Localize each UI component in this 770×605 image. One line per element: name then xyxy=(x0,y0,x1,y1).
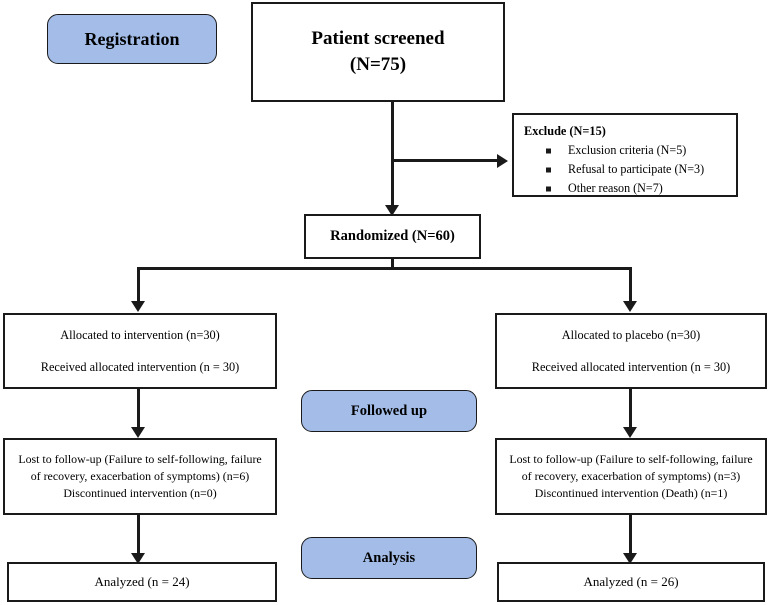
exclude-reason-text: Refusal to participate (N=3) xyxy=(568,162,705,177)
allocation-placebo-line1: Allocated to placebo (n=30) xyxy=(561,327,701,342)
box-analyzed-placebo: Analyzed (n = 26) xyxy=(497,562,765,602)
box-followup-placebo: Lost to follow-up (Failure to self-follo… xyxy=(495,438,767,515)
arrowhead-followup-right xyxy=(623,427,637,438)
connector-allocation-to-followup-right xyxy=(629,389,632,431)
stage-label-registration-text: Registration xyxy=(84,28,180,49)
box-allocation-intervention: Allocated to intervention (n=30) Receive… xyxy=(3,313,277,389)
box-analyzed-intervention: Analyzed (n = 24) xyxy=(7,562,277,602)
connector-allocation-to-followup-left xyxy=(137,389,140,431)
stage-label-analysis-text: Analysis xyxy=(362,549,416,566)
arrowhead-followup-left xyxy=(131,427,145,438)
exclude-reason-item: Exclusion criteria (N=5) xyxy=(546,141,728,160)
exclude-title: Exclude (N=15) xyxy=(524,124,606,138)
allocation-intervention-line1: Allocated to intervention (n=30) xyxy=(60,327,220,342)
allocation-placebo-line2: Received allocated intervention (n = 30) xyxy=(531,360,731,374)
followup-placebo-line3: Discontinued intervention (Death) (n=1) xyxy=(534,485,728,500)
exclude-reason-item: Other reason (N=7) xyxy=(546,179,728,198)
connector-screened-to-randomized xyxy=(391,102,394,208)
connector-split-left xyxy=(137,267,140,305)
square-bullet-icon xyxy=(546,167,551,173)
connector-followup-to-analyzed-right xyxy=(629,515,632,557)
connector-split-bar xyxy=(137,267,632,270)
stage-label-followed-up: Followed up xyxy=(301,390,477,432)
patient-screened-line1: Patient screened xyxy=(311,27,445,49)
box-patient-screened: Patient screened (N=75) xyxy=(251,2,505,102)
randomized-label: Randomized (N=60) xyxy=(330,228,455,244)
analyzed-placebo-label: Analyzed (n = 26) xyxy=(583,574,679,589)
exclude-reason-text: Exclusion criteria (N=5) xyxy=(568,143,687,157)
followup-intervention-line2: of recovery, exacerbation of symptoms) (… xyxy=(30,469,250,484)
square-bullet-icon xyxy=(546,148,551,154)
analyzed-intervention-label: Analyzed (n = 24) xyxy=(94,574,190,589)
stage-label-analysis: Analysis xyxy=(301,537,477,579)
allocation-intervention-line2: Received allocated intervention (n = 30) xyxy=(40,360,240,374)
exclude-reason-text: Other reason (N=7) xyxy=(568,181,663,196)
arrowhead-exclude xyxy=(497,154,508,168)
connector-split-right xyxy=(629,267,632,305)
arrowhead-allocation-left xyxy=(131,301,145,312)
stage-label-followed-up-text: Followed up xyxy=(350,402,428,419)
arrowhead-analyzed-left xyxy=(131,553,145,564)
box-allocation-placebo: Allocated to placebo (n=30) Received all… xyxy=(495,313,767,389)
arrowhead-randomized xyxy=(385,205,399,216)
followup-placebo-line1: Lost to follow-up (Failure to self-follo… xyxy=(509,452,753,467)
arrowhead-allocation-right xyxy=(623,301,637,312)
box-randomized: Randomized (N=60) xyxy=(304,214,481,259)
patient-screened-line2: (N=75) xyxy=(349,54,407,75)
exclude-reason-list: Exclusion criteria (N=5) Refusal to part… xyxy=(524,141,728,198)
connector-randomized-stem xyxy=(391,259,394,270)
followup-placebo-line2: of recovery, exacerbation of symptoms) (… xyxy=(521,469,741,484)
box-followup-intervention: Lost to follow-up (Failure to self-follo… xyxy=(3,438,277,515)
exclude-reason-item: Refusal to participate (N=3) xyxy=(546,160,728,179)
followup-intervention-line1: Lost to follow-up (Failure to self-follo… xyxy=(18,452,262,467)
stage-label-registration: Registration xyxy=(47,14,217,64)
square-bullet-icon xyxy=(546,186,551,192)
connector-followup-to-analyzed-left xyxy=(137,515,140,557)
connector-screened-to-exclude xyxy=(391,159,501,162)
arrowhead-analyzed-right xyxy=(623,553,637,564)
followup-intervention-line3: Discontinued intervention (n=0) xyxy=(63,485,217,500)
box-exclude: Exclude (N=15) Exclusion criteria (N=5) … xyxy=(512,113,738,197)
